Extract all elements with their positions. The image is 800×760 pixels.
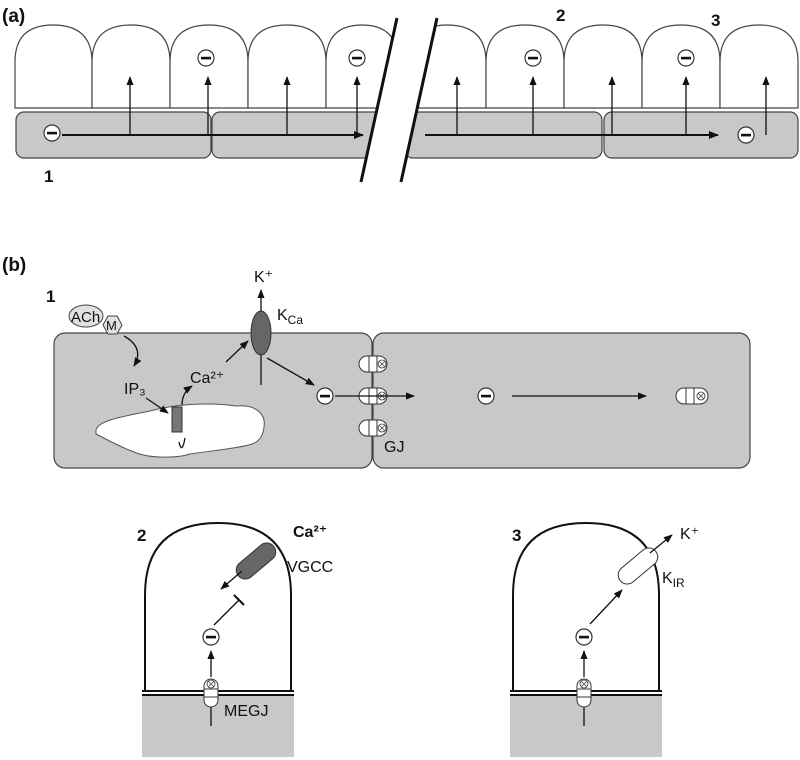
break-slash-right xyxy=(399,17,439,183)
kca-to-hyperpol-arrow xyxy=(266,357,315,386)
megj-label: MEGJ xyxy=(224,703,268,720)
smooth-muscle-strip-2 xyxy=(142,694,294,757)
hyperpolarization-icon xyxy=(677,49,695,67)
break-slash-left xyxy=(359,17,399,183)
marker-3-b: 3 xyxy=(512,526,521,545)
hyperpolarization-icon xyxy=(197,49,215,67)
marker-1-b: 1 xyxy=(46,287,55,306)
panel-a-label: (a) xyxy=(2,6,25,27)
endothelial-cell-3-group xyxy=(510,521,662,757)
endothelial-cell xyxy=(14,24,93,109)
marker-1-a: 1 xyxy=(44,167,53,186)
hyperpolarization-icon xyxy=(316,387,334,405)
marker-3-a: 3 xyxy=(711,11,720,30)
hyperpolarization-icon xyxy=(43,124,61,142)
endothelial-cell xyxy=(247,24,327,109)
hyperpolarization-icon xyxy=(575,628,593,646)
hyperpolarization-icon xyxy=(477,387,495,405)
gap-junction-icon xyxy=(358,355,388,373)
endothelial-cell xyxy=(485,24,565,109)
kir-label: KIR xyxy=(662,570,685,590)
m-label: M xyxy=(106,318,117,333)
ip3r-label-leader xyxy=(178,437,186,449)
receptor-to-ca-arrow xyxy=(181,385,193,406)
endothelial-cell-3 xyxy=(512,521,660,692)
inhibition-line xyxy=(213,599,240,626)
ca-influx-arrow xyxy=(220,570,243,590)
inhibition-bar xyxy=(233,594,245,606)
hyperpol-to-kir-arrow xyxy=(589,589,623,625)
gap-junction-icon xyxy=(675,387,709,405)
k-ion-label-3: K⁺ xyxy=(680,526,699,543)
ip3-label: IP₃ xyxy=(124,381,146,398)
endothelial-cell xyxy=(719,24,799,109)
ip3-receptor xyxy=(171,406,183,433)
hyperpolarization-icon xyxy=(524,49,542,67)
ach-label: ACh xyxy=(71,309,100,326)
kca-channel xyxy=(250,310,272,356)
vertical-arrows xyxy=(126,76,770,135)
endothelial-cell xyxy=(91,24,171,109)
k-ion-label: K⁺ xyxy=(254,269,273,286)
m-receptor-icon xyxy=(102,315,123,335)
k-efflux-arrow-3 xyxy=(649,534,673,554)
hyperpolarization-icon xyxy=(348,49,366,67)
ip3-to-receptor-arrow xyxy=(145,397,169,414)
ach-receptor-complex: ACh M xyxy=(68,304,123,335)
hyperpolarization-symbols-a xyxy=(43,49,755,144)
hyperpolarization-icon xyxy=(202,628,220,646)
megj-icon xyxy=(203,678,219,708)
hyperpolarization-icon xyxy=(737,126,755,144)
kca-label: KCa xyxy=(277,307,303,327)
gj-label: GJ xyxy=(384,439,404,456)
megj-icon-3 xyxy=(576,678,592,708)
break-gap xyxy=(361,18,437,182)
endothelial-cell xyxy=(563,24,643,109)
endothelial-cell xyxy=(641,24,721,109)
endothelial-cell xyxy=(169,24,249,109)
m-to-ip3-arrow xyxy=(123,335,142,367)
vgcc-channel xyxy=(235,542,277,580)
vgcc-label: VGCC xyxy=(287,559,333,576)
marker-2-b: 2 xyxy=(137,526,146,545)
gap-junction-icon xyxy=(358,419,388,437)
ca-to-kca-arrow xyxy=(225,340,249,363)
ca-label-bold: Ca²⁺ xyxy=(293,524,327,541)
panel-b-label: (b) xyxy=(2,255,26,276)
kir-channel xyxy=(617,547,659,585)
marker-2-a: 2 xyxy=(556,6,565,25)
ca-label: Ca²⁺ xyxy=(190,370,224,387)
